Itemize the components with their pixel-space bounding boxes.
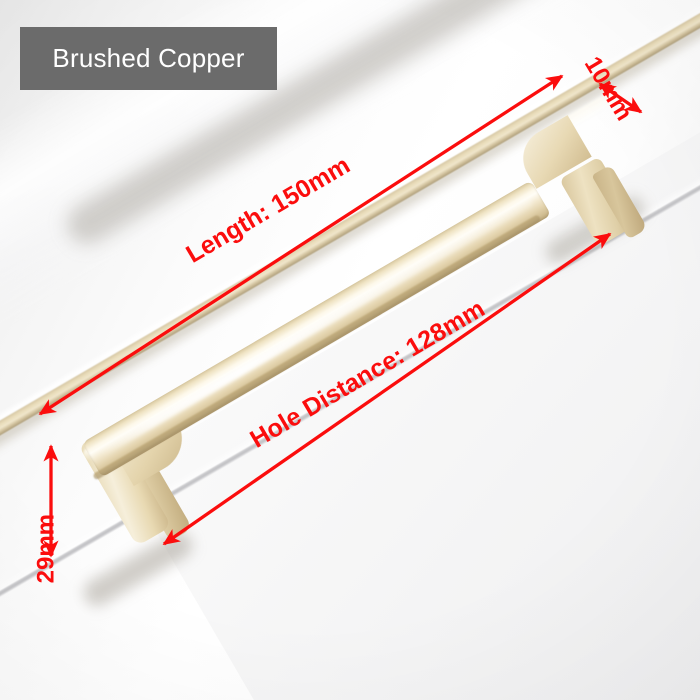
- hole-distance-dimension-arrow: [162, 232, 612, 546]
- height-dimension-label: 29mm: [32, 514, 60, 584]
- width-dimension-arrow: [598, 82, 643, 114]
- length-dimension-arrow: [38, 74, 564, 416]
- finish-badge-label: Brushed Copper: [52, 43, 245, 73]
